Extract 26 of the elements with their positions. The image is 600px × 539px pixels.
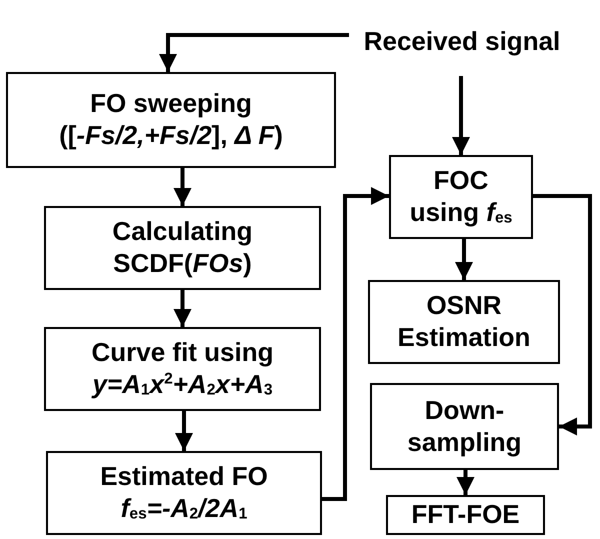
box-label: OSNR Estimation bbox=[396, 290, 532, 354]
arrow bbox=[455, 239, 473, 280]
process-box bbox=[44, 327, 321, 411]
arrow bbox=[322, 187, 389, 501]
process-box bbox=[44, 206, 321, 290]
input-label: Received signal bbox=[364, 26, 560, 58]
box-label: Calculating SCDF(FOs) bbox=[111, 216, 254, 280]
box-label: FOC using f$_{es}$ bbox=[408, 165, 514, 229]
box-label: FO sweeping ([-Fs/2,+Fs/2], Δ F) bbox=[58, 88, 284, 152]
process-box bbox=[368, 280, 560, 364]
arrow bbox=[159, 33, 349, 72]
arrow bbox=[456, 470, 474, 495]
arrow bbox=[174, 168, 192, 206]
process-box bbox=[6, 72, 336, 168]
arrow bbox=[175, 411, 193, 451]
process-box bbox=[46, 451, 322, 535]
arrow bbox=[452, 76, 470, 155]
box-label: Curve fit using y=A$_{1}$x$^{2}$+A$_{2}$x+A$_{3}$ bbox=[90, 337, 274, 401]
arrow bbox=[533, 194, 592, 436]
box-label: Estimated FO f$_{es}$=-A$_{2}$/2A$_{1}$ bbox=[99, 461, 269, 525]
process-box bbox=[389, 155, 533, 239]
box-label: Down-sampling bbox=[406, 394, 523, 458]
arrow bbox=[174, 290, 192, 327]
process-box bbox=[370, 383, 559, 470]
box-label: FFT-FOE bbox=[411, 499, 520, 531]
process-box bbox=[386, 495, 545, 535]
